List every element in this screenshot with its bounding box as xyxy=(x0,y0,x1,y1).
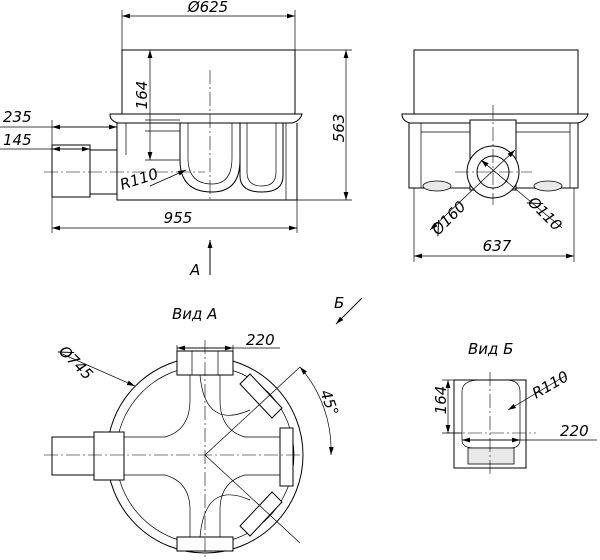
dim-pipe-small: Ø110 xyxy=(523,192,565,234)
dim-view-b-height: 164 xyxy=(432,386,450,415)
view-a: Вид А Ø745 xyxy=(44,305,342,560)
view-arrow-b-label: Б xyxy=(334,294,344,312)
dim-height-total: 563 xyxy=(330,114,348,143)
dim-view-a-inlet-width: 220 xyxy=(246,331,275,349)
front-inlet-pipe xyxy=(51,144,91,198)
view-a-bracket-lower xyxy=(239,491,283,537)
view-b: Вид Б 164 R110 220 xyxy=(432,340,597,474)
view-a-left-inlet xyxy=(51,436,95,476)
view-a-left-coupling xyxy=(93,431,125,481)
view-a-bracket-upper xyxy=(239,373,283,419)
view-b-title: Вид Б xyxy=(468,340,513,358)
dim-view-a-diameter: Ø745 xyxy=(54,341,96,383)
dim-left-offset-1: 235 xyxy=(3,108,32,126)
view-arrow-b: Б xyxy=(334,294,363,325)
front-flange xyxy=(109,113,303,124)
dim-pipe-large: Ø160 xyxy=(427,198,469,240)
view-arrow-a-label: A xyxy=(189,261,200,279)
dim-view-b-radius: R110 xyxy=(529,367,572,402)
side-upper-body xyxy=(413,49,579,116)
front-trough xyxy=(239,123,284,193)
front-view: Ø625 164 563 235 145 R110 955 A xyxy=(0,0,352,279)
dim-left-offset-2: 145 xyxy=(3,131,32,149)
dim-length: 955 xyxy=(164,209,193,227)
front-lower-body xyxy=(116,123,298,201)
dim-view-a-angle: 45° xyxy=(316,387,342,418)
dim-width: 637 xyxy=(483,237,512,255)
dim-radius: R110 xyxy=(118,165,161,194)
dim-top-diameter: Ø625 xyxy=(187,0,228,16)
side-view: Ø160 Ø110 637 xyxy=(401,49,589,262)
dim-view-b-width: 220 xyxy=(560,422,589,440)
view-a-title: Вид А xyxy=(172,305,217,323)
view-b-base xyxy=(467,447,515,465)
view-a-right-bracket xyxy=(279,427,294,487)
view-b-pipe-outline xyxy=(461,379,521,449)
dim-height-small: 164 xyxy=(133,81,151,110)
